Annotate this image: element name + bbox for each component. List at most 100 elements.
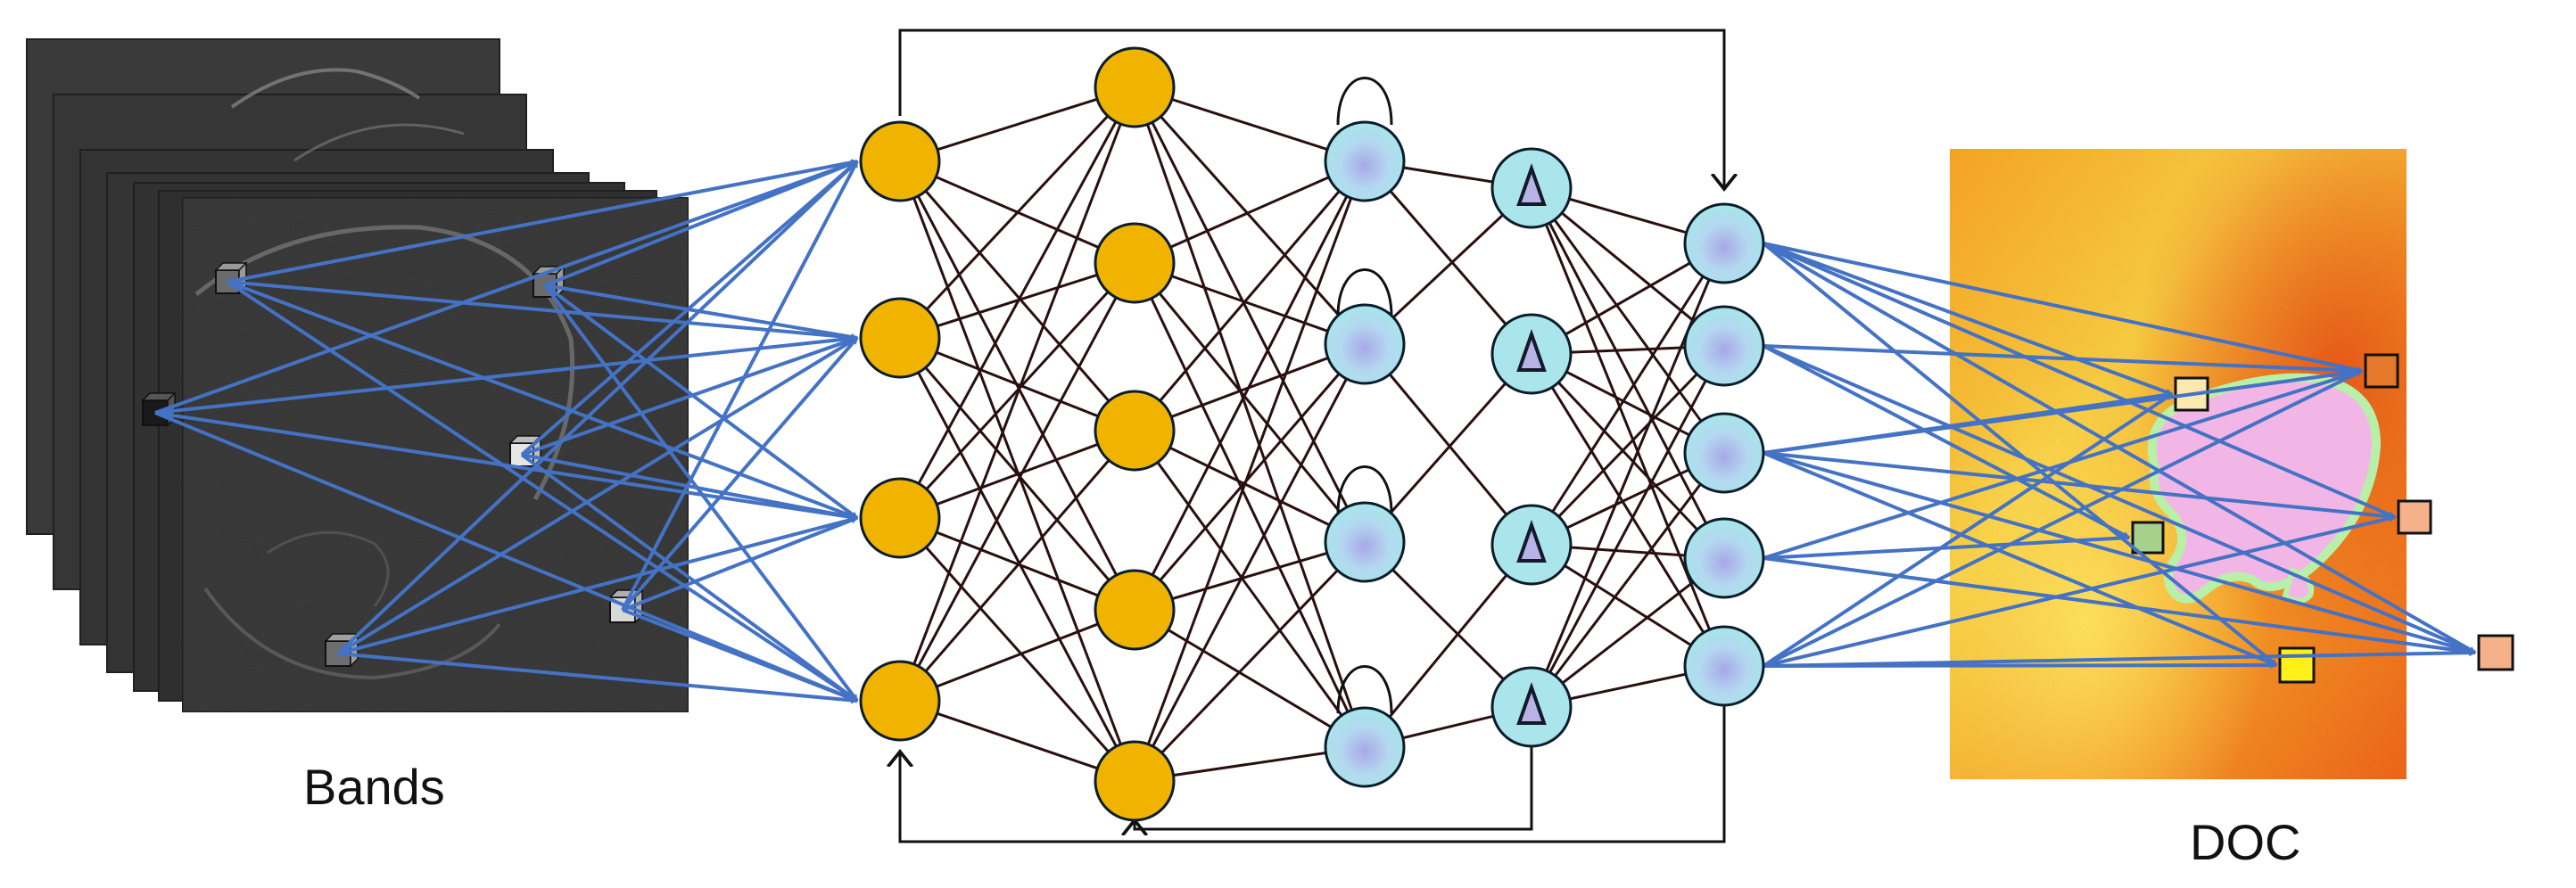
input-arrow [226,280,859,703]
input-arrow [337,652,859,704]
output-pixel [2477,634,2514,671]
output-arrow [1763,451,2477,655]
input-arrow [544,160,859,287]
output-node [1683,202,1765,284]
output-pixel [2278,646,2316,684]
input-arrow [336,160,859,655]
connection-line [899,429,1135,520]
connection-line [899,336,1135,432]
output-node [1683,517,1765,599]
output-arrow [1763,514,2397,668]
output-arrow [1763,344,2131,539]
connection-line [899,699,1135,783]
recurrent-node [1324,706,1406,788]
hidden-node [1094,740,1176,822]
input-arrow [621,160,859,611]
hidden-node [1094,46,1176,128]
connection-line [1133,160,1366,611]
connection-line [1133,540,1366,783]
output-arrow [1763,344,2477,654]
output-arrow [1763,367,2364,455]
hidden-node [859,120,941,202]
input-arrow [337,515,859,655]
connection-line [898,86,1136,519]
doc-label: DOC [2190,814,2301,870]
recurrent-node [1324,303,1406,385]
connection-line [1530,353,1726,667]
connection-line [898,160,1136,782]
feedback-paths [900,29,1724,843]
connection-line [1133,160,1366,782]
connection-line [1133,86,1366,543]
connection-line [1133,430,1366,748]
output-arrow [1763,649,2477,668]
hidden-node [859,660,941,742]
delta-icon [1516,162,1547,206]
output-arrow [1763,451,2397,521]
output-arrow [1763,369,2364,560]
connection-line [1530,187,1726,667]
connection-line [1530,352,1726,560]
connection-line [1133,262,1366,543]
network-connections [898,86,1726,783]
output-arrow [1762,242,2278,667]
recurrent-node [1324,501,1406,583]
hidden-node [859,297,941,379]
connection-line [1133,343,1366,782]
connection-line [1530,452,1726,708]
output-arrow [1763,556,2477,656]
connection-line [898,160,1136,432]
input-arrow [336,336,859,655]
connection-line [898,517,1136,782]
output-pixel [2131,521,2165,555]
output-node [1683,305,1765,387]
connection-line [1134,160,1366,265]
input-arrow [520,453,859,703]
connection-line [1133,262,1366,748]
connection-line [1133,86,1366,748]
connection-line [1530,243,1726,708]
connection-line [1531,556,1725,709]
connection-line [1363,343,1533,546]
network-nodes [859,46,1765,822]
output-arrows [1762,242,2477,670]
connection-line [1133,86,1366,346]
bands-label: Bands [303,759,445,815]
input-arrow [520,160,859,456]
recurrent-node [1324,120,1406,202]
input-arrow [521,336,859,456]
connection-line [1530,344,1726,547]
connection-line [1134,261,1366,346]
input-arrow [227,280,859,520]
output-pixel [2397,499,2432,535]
connection-line [898,262,1136,702]
connection-line [1530,345,1726,708]
connection-line [1530,243,1726,546]
connection-line [899,86,1135,163]
input-arrow [622,608,859,703]
input-arrows [154,159,859,704]
connection-line [1134,608,1366,749]
input-arrow [227,280,859,341]
input-arrow [543,284,859,520]
output-node [1683,412,1765,494]
input-arrow [154,411,859,521]
output-arrow [1762,392,2174,668]
output-arrow [1763,242,2364,374]
output-node [1683,625,1765,707]
hidden-node [1094,390,1176,472]
connection-line [898,430,1136,702]
input-arrow [521,453,859,521]
hidden-node [859,477,941,559]
output-arrow [1763,242,2397,519]
delta-icon [1516,328,1547,372]
connection-line [899,608,1135,703]
band-image-stack [26,38,689,712]
connection-line [1133,343,1366,611]
delta-icon [1516,681,1547,725]
input-arrow [154,411,859,703]
input-arrow [622,516,859,612]
input-arrow [154,160,859,415]
output-arrow [1763,344,2364,374]
